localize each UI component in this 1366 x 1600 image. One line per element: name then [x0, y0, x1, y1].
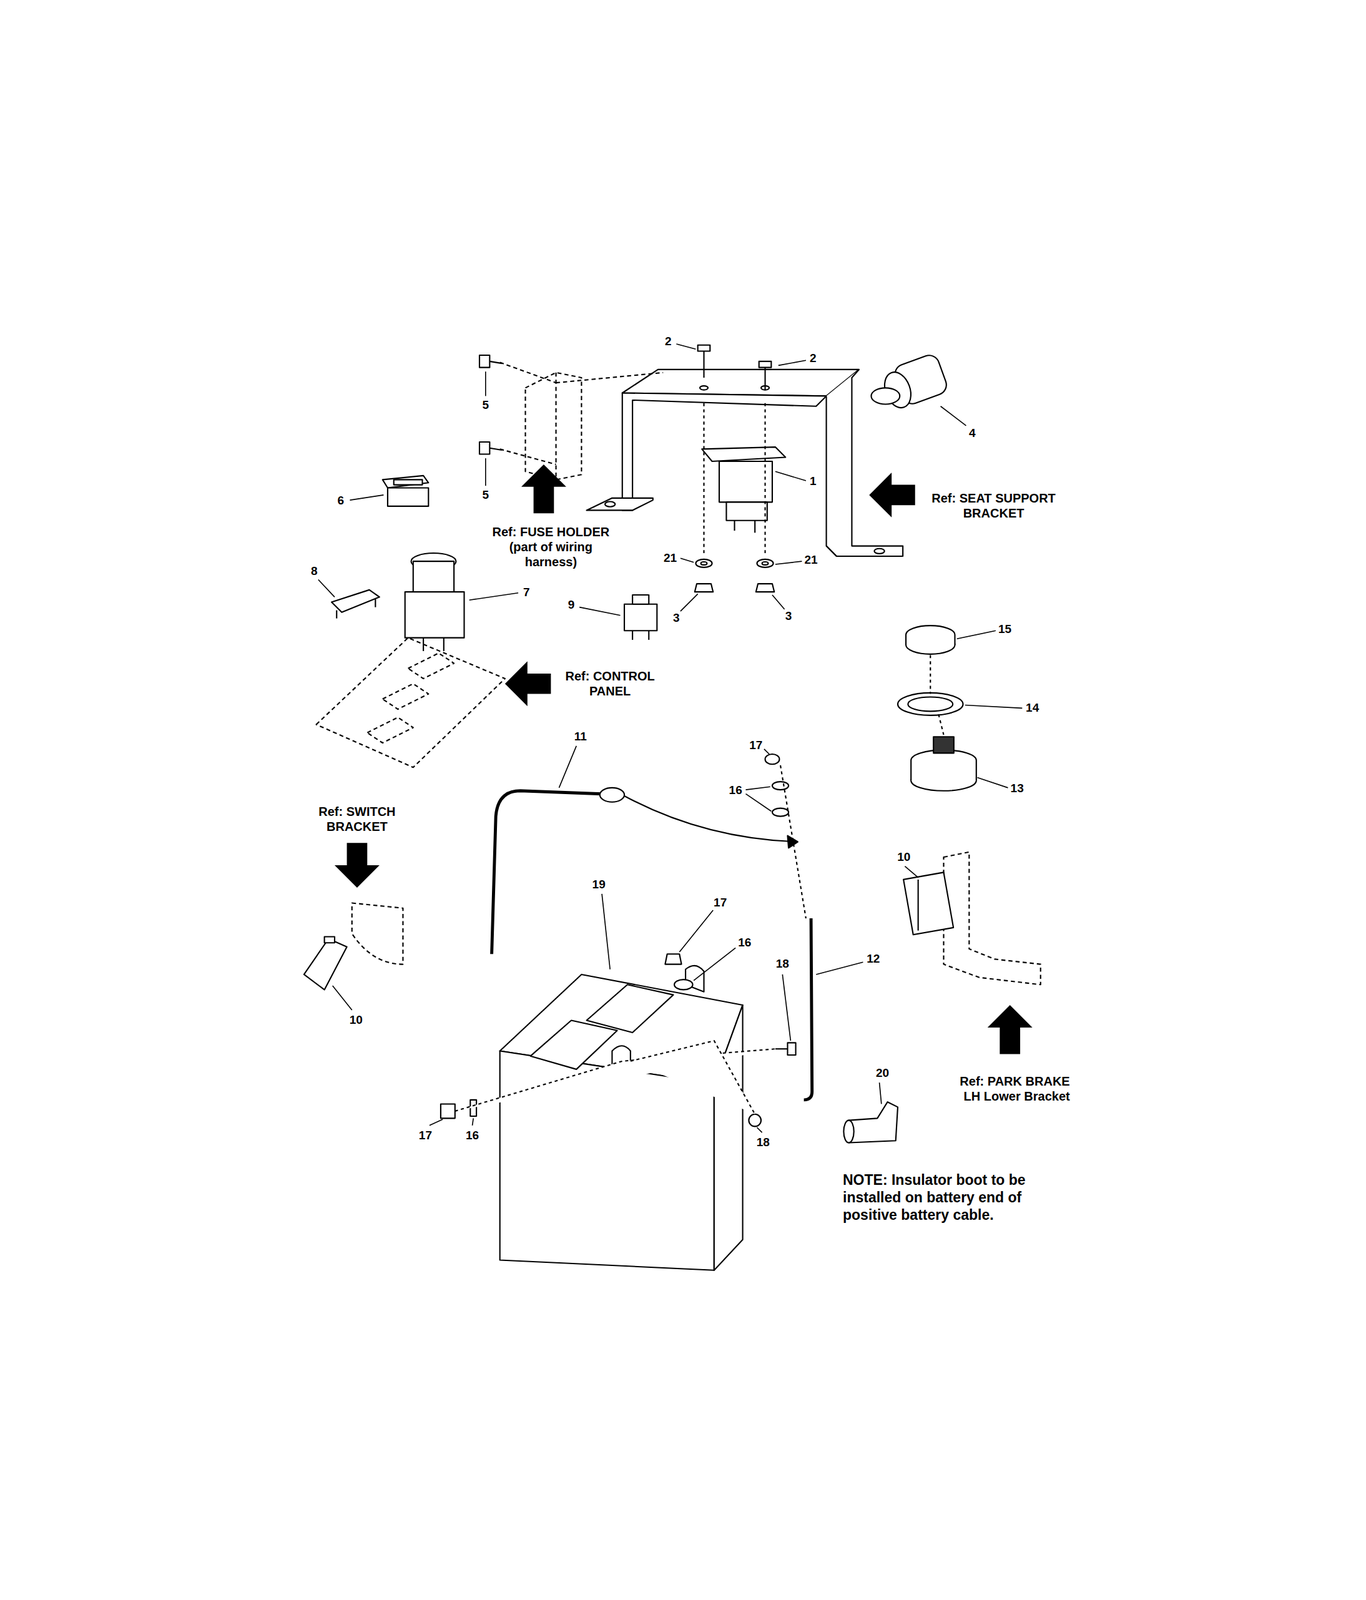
insulator-boot — [843, 1101, 898, 1143]
reference-arrows — [334, 464, 1033, 1054]
reference-note: Ref: FUSE HOLDER (part of wiring harness… — [481, 524, 620, 570]
callout-number: 9 — [568, 598, 575, 613]
callout-number: 18 — [756, 1135, 770, 1150]
callout-number: 14 — [1025, 701, 1039, 716]
callout-number: 2 — [664, 334, 672, 349]
park-brake-bracket — [903, 852, 1041, 985]
callout-number: 8 — [310, 564, 318, 579]
battery — [500, 965, 743, 1271]
fuse-holder — [500, 362, 664, 480]
callout-number: 16 — [465, 1128, 479, 1143]
reference-note: Ref: SWITCH BRACKET — [309, 804, 405, 835]
switch-bracket — [304, 903, 404, 991]
seat-support-bracket — [586, 369, 904, 557]
control-panel — [316, 638, 506, 768]
callout-number: 5 — [482, 487, 490, 502]
control-switches — [331, 475, 657, 652]
callout-number: 16 — [729, 783, 743, 798]
callout-number: 12 — [866, 952, 880, 967]
key-knob — [897, 625, 977, 792]
reference-note: Ref: CONTROL PANEL — [556, 668, 664, 699]
ignition-switch — [694, 403, 786, 592]
callout-number: 6 — [337, 493, 344, 509]
power-outlet — [870, 352, 949, 412]
callout-number: 3 — [673, 611, 680, 626]
callout-number: 10 — [897, 849, 911, 865]
callout-number: 3 — [785, 609, 793, 624]
callout-number: 17 — [749, 738, 763, 753]
reference-note: Ref: SEAT SUPPORT BRACKET — [921, 490, 1067, 521]
reference-note: NOTE: Insulator boot to be installed on … — [842, 1171, 1076, 1224]
callout-number: 15 — [998, 622, 1012, 637]
battery-cables — [491, 754, 813, 1101]
callout-number: 2 — [809, 350, 817, 366]
callout-number: 17 — [713, 895, 727, 911]
callout-number: 21 — [804, 553, 818, 568]
leader-lines — [318, 343, 1023, 1133]
screws — [479, 345, 772, 455]
callout-number: 21 — [663, 550, 677, 566]
callout-number: 7 — [523, 585, 531, 600]
callout-number: 4 — [968, 426, 976, 441]
callout-number: 1 — [809, 474, 817, 489]
callout-number: 13 — [1010, 781, 1024, 797]
callout-number: 5 — [482, 397, 490, 413]
battery-hardware — [440, 953, 797, 1127]
callout-number: 17 — [418, 1128, 433, 1143]
callout-number: 10 — [349, 1013, 363, 1028]
callout-number: 19 — [592, 877, 606, 892]
callout-number: 18 — [776, 957, 790, 972]
callout-number: 20 — [875, 1066, 890, 1081]
callout-number: 16 — [737, 935, 752, 950]
callout-number: 11 — [574, 729, 587, 744]
reference-note: Ref: PARK BRAKE LH Lower Bracket — [942, 1073, 1071, 1104]
